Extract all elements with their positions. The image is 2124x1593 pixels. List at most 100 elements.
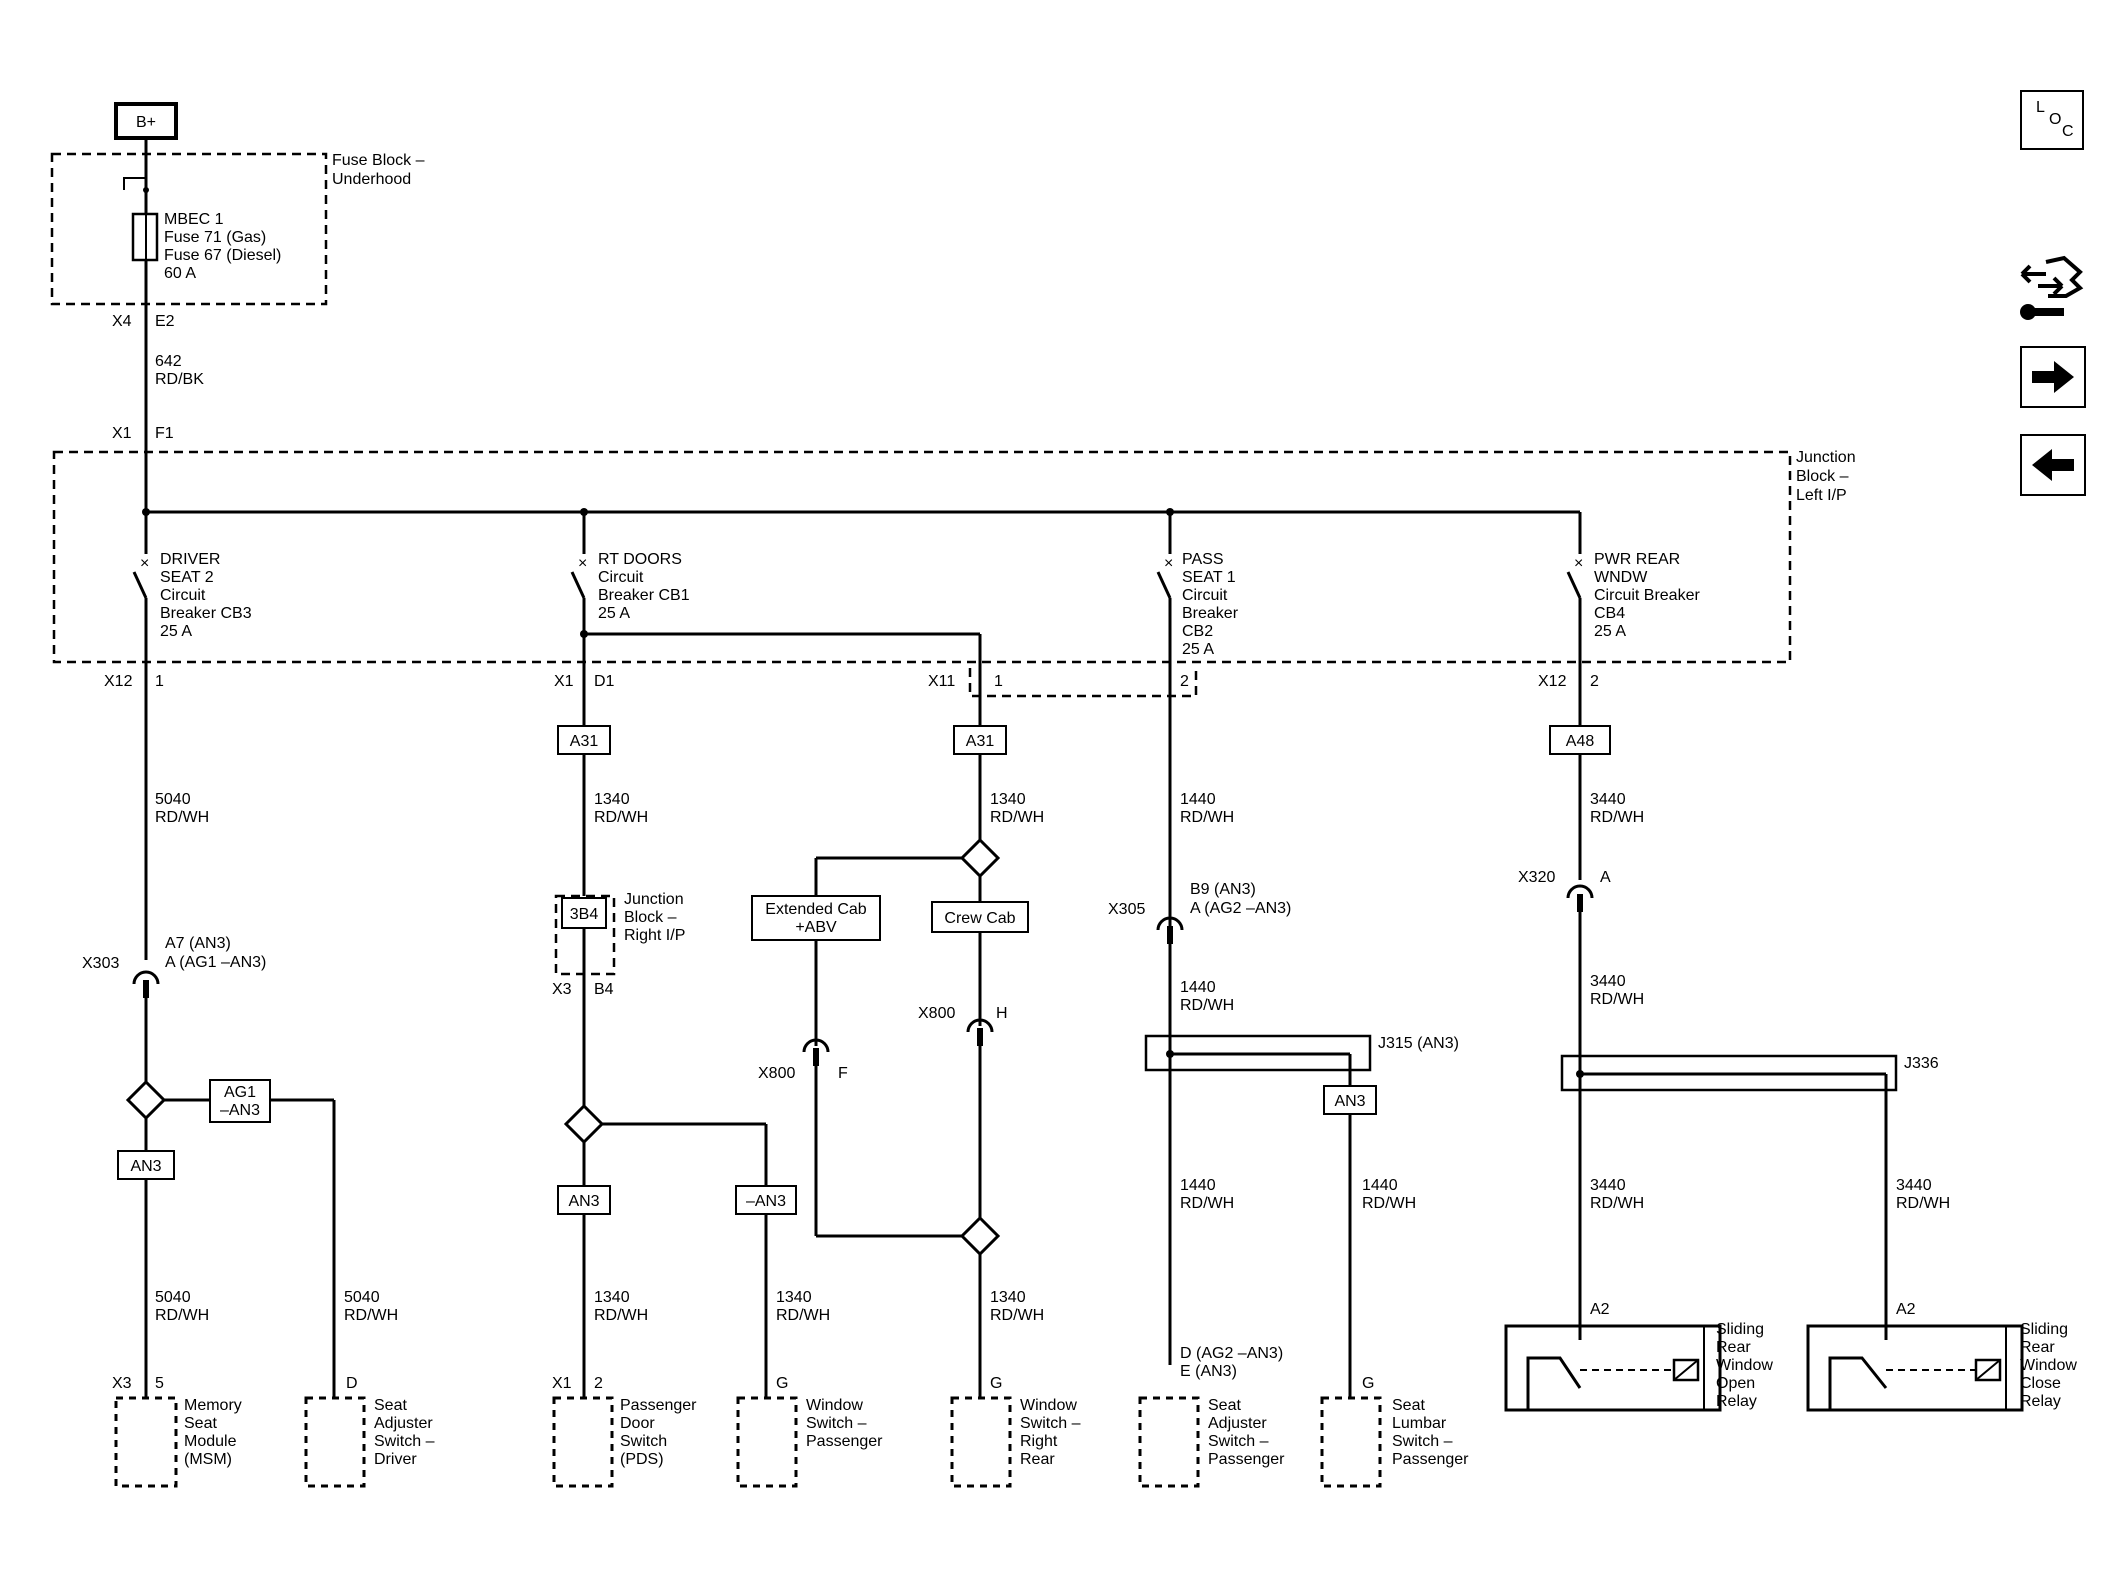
tag-an3-pass bbox=[1323, 1085, 1377, 1115]
breaker-cb4-pin: 2 bbox=[1590, 673, 1599, 690]
breaker-cb1: × bbox=[570, 512, 587, 740]
breaker-cb4: × bbox=[1566, 512, 1583, 740]
rightjb-connector: X3 bbox=[552, 981, 572, 998]
breaker-cb1-label: RT DOORS Circuit Breaker CB1 25 A bbox=[598, 551, 694, 622]
x800h-pin: H bbox=[996, 1005, 1008, 1022]
tag-an3-driver bbox=[117, 1150, 175, 1180]
junction-in-pin: F1 bbox=[155, 425, 174, 442]
tag-neg-an3 bbox=[735, 1185, 797, 1215]
breaker-cb4-label: PWR REAR WNDW Circuit Breaker CB4 25 A bbox=[1594, 551, 1704, 640]
x303-connector: X303 bbox=[82, 955, 119, 972]
breaker-cb3-pin: 1 bbox=[155, 673, 164, 690]
component-msm bbox=[114, 1396, 178, 1488]
breaker-cb2: × bbox=[1156, 512, 1173, 1365]
connector-end-view-button[interactable] bbox=[2018, 252, 2088, 328]
svg-text:A31: A31 bbox=[570, 733, 599, 750]
x11-connector: X11 bbox=[928, 673, 955, 690]
breaker-cb2-pin: 2 bbox=[1180, 673, 1189, 690]
x800f-inline-connector bbox=[802, 1038, 830, 1053]
svg-text:Crew Cab: Crew Cab bbox=[944, 910, 1015, 927]
pds-connector: X1 bbox=[552, 1375, 572, 1392]
breaker-cb3-label: DRIVER SEAT 2 Circuit Breaker CB3 25 A bbox=[160, 551, 256, 640]
tag-a31-right bbox=[953, 725, 1007, 755]
x305-pins: B9 (AN3)A (AG2 –AN3) bbox=[1190, 881, 1291, 917]
splice-j336 bbox=[1560, 1054, 1898, 1092]
arrow-left-icon bbox=[2032, 449, 2074, 481]
fuse-mbec1-label: MBEC 1 Fuse 71 (Gas) Fuse 67 (Diesel) 60… bbox=[164, 211, 286, 282]
splice-j315-label: J315 (AN3) bbox=[1378, 1035, 1459, 1052]
x320-inline-connector bbox=[1566, 884, 1594, 899]
loc-icon: L O C bbox=[2036, 99, 2074, 140]
relay-close-pin: A2 bbox=[1896, 1301, 1916, 1318]
fuse-ground-symbol bbox=[123, 177, 146, 190]
svg-text:Extended Cab+ABV: Extended Cab+ABV bbox=[765, 901, 867, 936]
rightjb-pin: B4 bbox=[594, 981, 614, 998]
svg-text:AN3: AN3 bbox=[1334, 1093, 1365, 1110]
relay-open-pin: A2 bbox=[1590, 1301, 1610, 1318]
svg-text:×: × bbox=[1164, 555, 1173, 572]
component-window-switch-passenger bbox=[736, 1396, 798, 1488]
seat-lumbar-pin: G bbox=[1362, 1375, 1374, 1392]
msm-connector: X3 bbox=[112, 1375, 132, 1392]
svg-text:×: × bbox=[578, 555, 587, 572]
seat-adjuster-driver-pin: D bbox=[346, 1375, 358, 1392]
seat-adjuster-passenger-pins: D (AG2 –AN3)E (AN3) bbox=[1180, 1345, 1283, 1380]
svg-text:×: × bbox=[1574, 555, 1583, 572]
loc-button[interactable]: L O C bbox=[2020, 90, 2084, 150]
tag-ag1-an3 bbox=[209, 1079, 271, 1123]
relay-open bbox=[1504, 1324, 1722, 1412]
svg-text:L: L bbox=[2036, 99, 2045, 116]
seat-adjuster-passenger-name: Seat Adjuster Switch – Passenger bbox=[1208, 1397, 1285, 1468]
msm-name: Memory Seat Module (MSM) bbox=[184, 1397, 246, 1468]
junction-block-left-name: Junction Block – Left I/P bbox=[1796, 449, 1860, 504]
relay-close bbox=[1806, 1324, 2024, 1412]
window-switch-passenger-pin: G bbox=[776, 1375, 788, 1392]
x320-pin: A bbox=[1600, 869, 1611, 886]
previous-page-button[interactable] bbox=[2020, 434, 2086, 496]
splice-diamond-cab-upper bbox=[959, 837, 1001, 879]
tag-extended-cab bbox=[751, 895, 881, 941]
breaker-cb2-label: PASS SEAT 1 Circuit Breaker CB2 25 A bbox=[1182, 551, 1242, 658]
splice-diamond-driver bbox=[125, 1079, 167, 1121]
window-switch-passenger-name: Window Switch – Passenger bbox=[806, 1397, 883, 1450]
x800f-connector: X800 bbox=[758, 1065, 795, 1082]
x303-inline-connector bbox=[132, 970, 160, 985]
x11-pin: 1 bbox=[994, 673, 1003, 690]
tag-crew-cab bbox=[931, 901, 1029, 933]
svg-text:–AN3: –AN3 bbox=[746, 1193, 786, 1210]
component-window-switch-right-rear bbox=[950, 1396, 1012, 1488]
svg-text:O: O bbox=[2049, 111, 2061, 128]
component-seat-lumbar-passenger bbox=[1320, 1396, 1382, 1488]
breaker-cb4-connector: X12 bbox=[1538, 673, 1567, 690]
next-page-button[interactable] bbox=[2020, 346, 2086, 408]
x303-pins: A7 (AN3)A (AG1 –AN3) bbox=[165, 935, 266, 971]
svg-text:A31: A31 bbox=[966, 733, 995, 750]
x800h-connector: X800 bbox=[918, 1005, 955, 1022]
splice-j315 bbox=[1144, 1034, 1372, 1072]
splice-diamond-cab-lower bbox=[959, 1215, 1001, 1257]
x11-dashed-link bbox=[968, 668, 1198, 698]
connector-wrench-icon bbox=[2020, 255, 2084, 320]
svg-text:×: × bbox=[140, 555, 149, 572]
pds-pin: 2 bbox=[594, 1375, 603, 1392]
component-pds bbox=[552, 1396, 614, 1488]
component-seat-adjuster-passenger bbox=[1138, 1396, 1200, 1488]
fuse-out-pin: E2 bbox=[155, 313, 175, 330]
splice-j336-label: J336 bbox=[1904, 1055, 1939, 1072]
x800f-pin: F bbox=[838, 1065, 848, 1082]
x320-connector: X320 bbox=[1518, 869, 1555, 886]
arrow-right-icon bbox=[2032, 361, 2074, 393]
junction-block-right-name: Junction Block – Right I/P bbox=[624, 891, 688, 944]
x800h-inline-connector bbox=[966, 1018, 994, 1033]
junction-in-connector: X1 bbox=[112, 425, 132, 442]
